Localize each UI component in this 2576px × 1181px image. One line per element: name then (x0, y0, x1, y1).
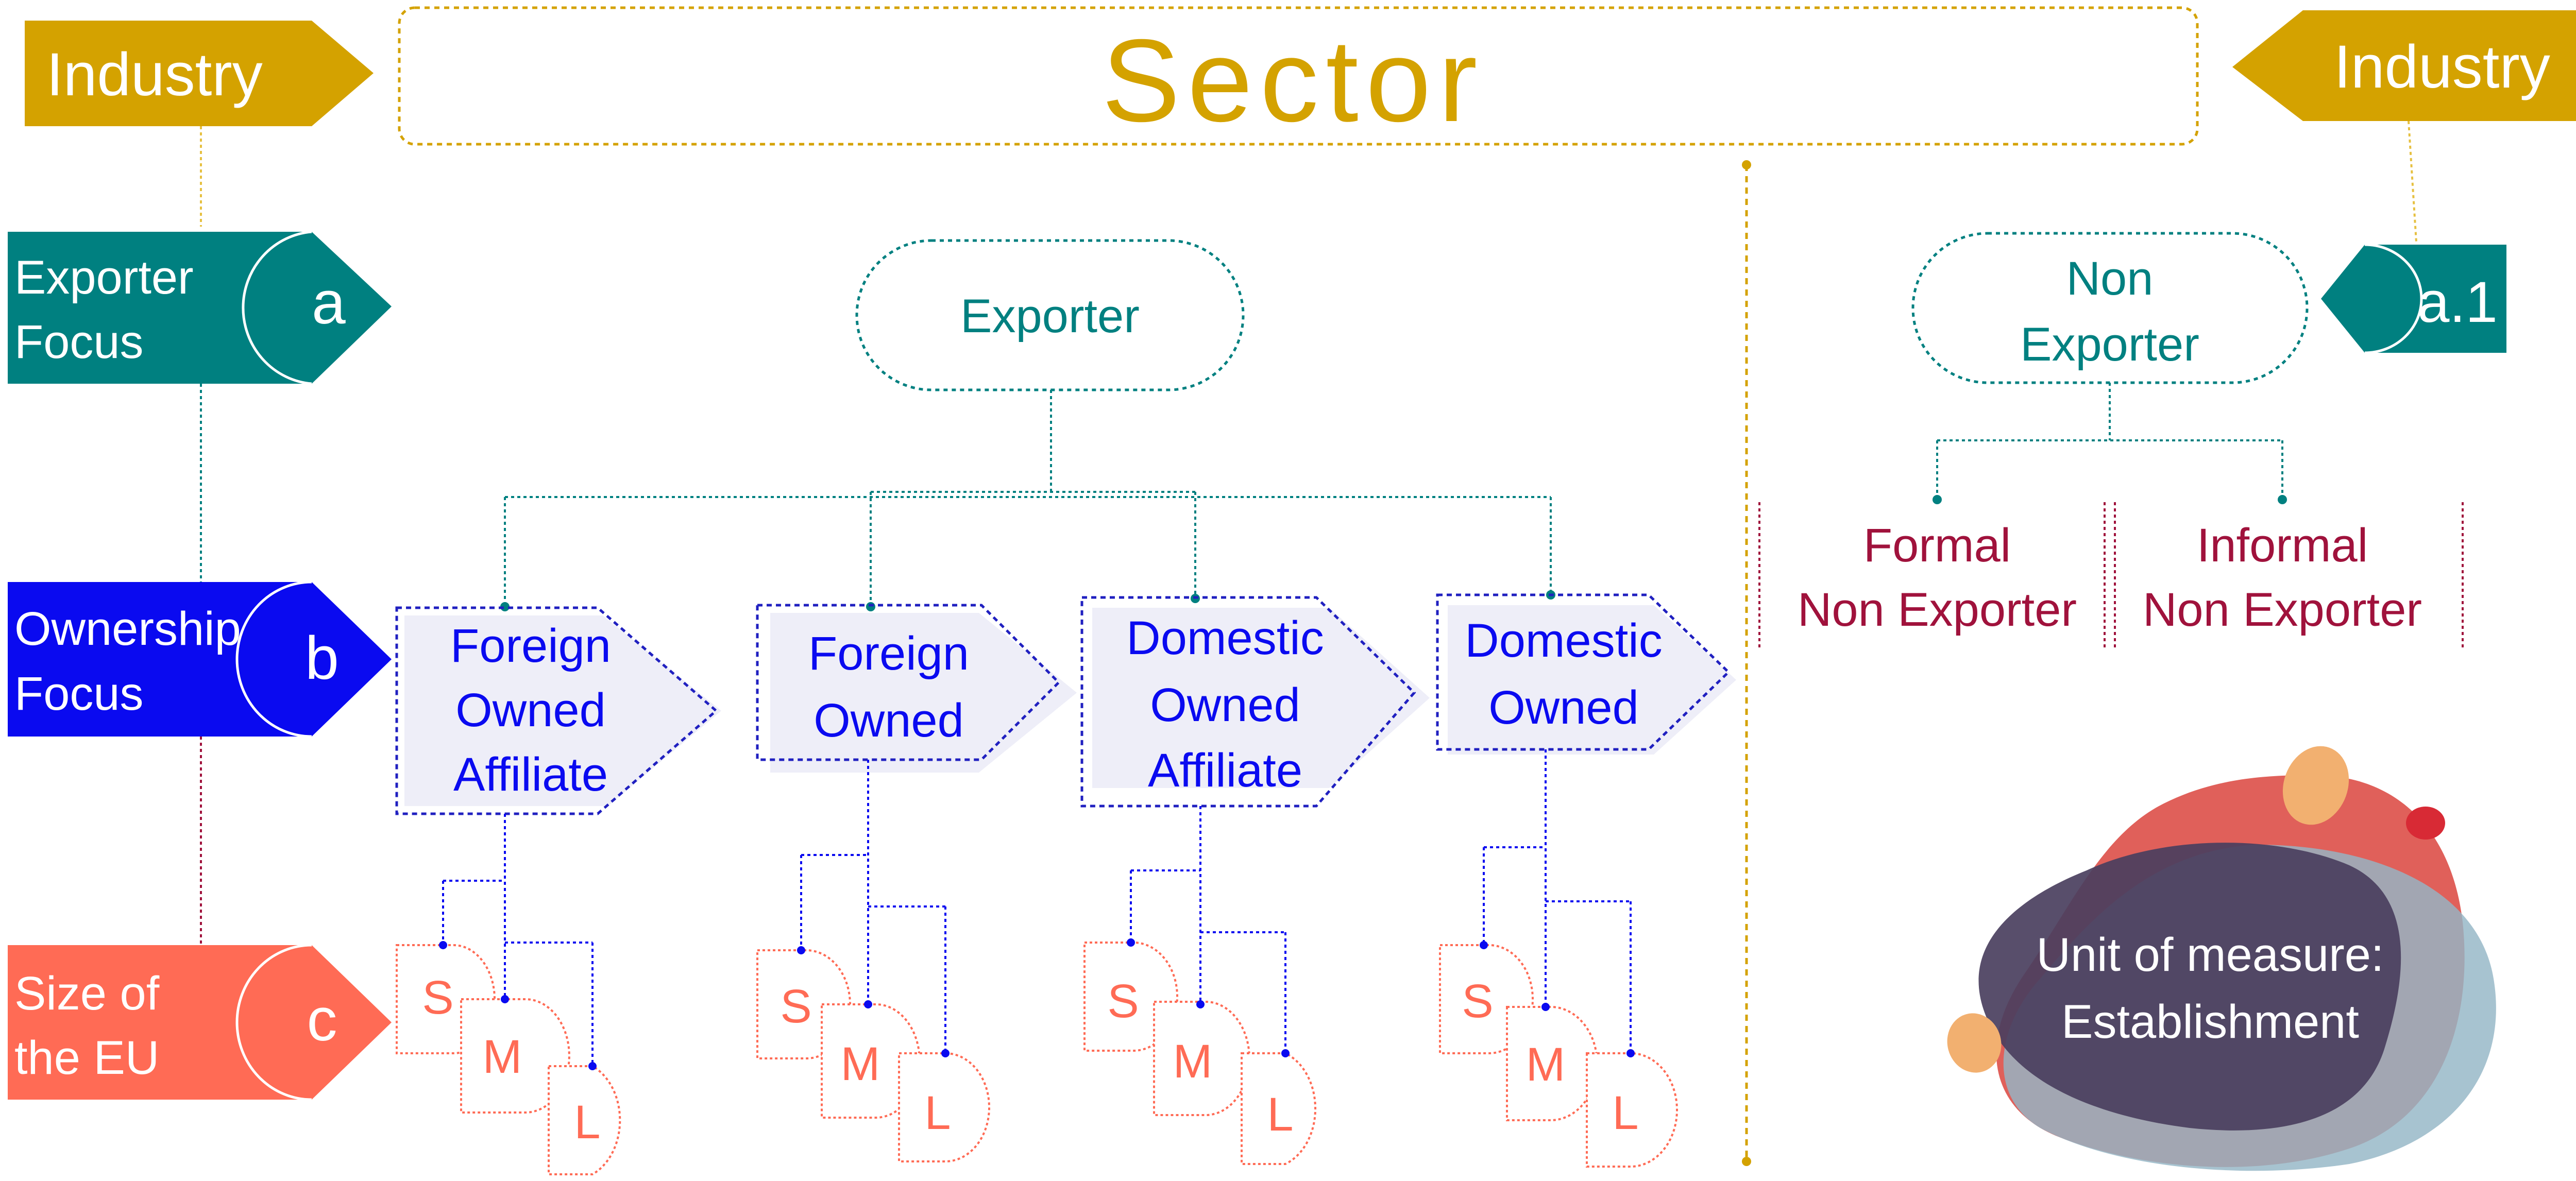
right-tag-letter: a.1 (2417, 270, 2498, 334)
size-group-3: S M L (1083, 806, 1317, 1165)
formal-line1: Formal (1863, 519, 2011, 572)
ownership-focus-line2: Focus (14, 667, 144, 720)
size-s-2: S (780, 980, 811, 1033)
right-tag-a1: a.1 (2321, 243, 2506, 354)
ownership-1-line2: Owned (455, 684, 606, 737)
size-line2: the EU (14, 1032, 159, 1084)
ownership-3-line3: Affiliate (1148, 744, 1302, 797)
informal-line2: Non Exporter (2143, 584, 2422, 636)
size-s-4: S (1462, 975, 1493, 1028)
size-m-3: M (1173, 1035, 1213, 1088)
non-exporter-connectors (1936, 383, 2283, 500)
exporter-node (855, 239, 1245, 391)
size-group-1: S M L (396, 814, 621, 1175)
industry-right-label: Industry (2334, 33, 2550, 101)
exporter-label: Exporter (960, 290, 1140, 343)
size-l-3: L (1267, 1088, 1293, 1141)
ownership-domestic-owned: Domestic Owned (1436, 593, 1736, 755)
exporter-focus-line1: Exporter (14, 251, 194, 304)
unit-of-measure-blob: Unit of measure: Establishment (1947, 746, 2496, 1171)
size-group-2: S M L (756, 760, 990, 1162)
industry-right-tag: Industry (2232, 10, 2576, 121)
non-exporter-line2: Exporter (2020, 318, 2199, 371)
ownership-1-line3: Affiliate (453, 748, 608, 801)
size-l-1: L (574, 1096, 600, 1149)
industry-left-tag: Industry (25, 21, 374, 126)
ownership-focus-letter: b (305, 624, 339, 692)
size-line1: Size of (14, 967, 160, 1020)
industry-left-label: Industry (46, 41, 263, 109)
ownership-4-line2: Owned (1488, 681, 1639, 734)
ownership-2-line1: Foreign (808, 627, 969, 680)
exporter-focus-tag: Exporter Focus a (8, 230, 392, 385)
size-m-2: M (841, 1038, 880, 1090)
connector-dot-formal (1933, 495, 1942, 504)
size-m-1: M (483, 1031, 522, 1083)
exporter-connector-dots (500, 590, 1555, 611)
ownership-foreign-owned-affiliate: Foreign Owned Affiliate (395, 606, 721, 815)
divider-dot-bottom (1742, 1157, 1751, 1166)
non-exporter-node (1911, 232, 2309, 384)
ownership-focus-tag: Ownership Focus b (8, 580, 392, 738)
exporter-focus-letter: a (312, 269, 346, 337)
industry-right-connector (2408, 121, 2417, 243)
ownership-4-line1: Domestic (1465, 614, 1662, 667)
ownership-3-line2: Owned (1150, 679, 1300, 731)
unit-line2: Establishment (2061, 996, 2359, 1048)
size-l-2: L (924, 1087, 951, 1139)
size-m-4: M (1526, 1038, 1566, 1091)
ownership-3-line1: Domestic (1126, 612, 1324, 664)
connector-dot-informal (2278, 495, 2287, 504)
size-s-1: S (422, 971, 453, 1024)
ownership-foreign-owned: Foreign Owned (756, 604, 1077, 773)
informal-line1: Informal (2197, 519, 2368, 572)
size-l-4: L (1612, 1087, 1638, 1139)
exporter-focus-line2: Focus (14, 316, 144, 368)
divider-dot-top (1742, 160, 1751, 169)
size-letter: c (307, 986, 337, 1054)
sector-title: Sector (1102, 15, 1485, 146)
size-tag: Size of the EU c (8, 944, 392, 1101)
formal-line2: Non Exporter (1798, 584, 2077, 636)
size-group-4: S M L (1439, 749, 1678, 1168)
size-s-3: S (1107, 975, 1139, 1028)
ownership-2-line2: Owned (814, 694, 964, 747)
unit-line1: Unit of measure: (2037, 929, 2384, 981)
ownership-domestic-owned-affiliate: Domestic Owned Affiliate (1080, 596, 1430, 808)
ownership-focus-line1: Ownership (14, 603, 241, 655)
non-exporter-line1: Non (2066, 252, 2154, 305)
sector-frame (398, 6, 2199, 146)
ownership-1-line1: Foreign (450, 620, 611, 672)
exporter-connectors (504, 390, 1552, 605)
